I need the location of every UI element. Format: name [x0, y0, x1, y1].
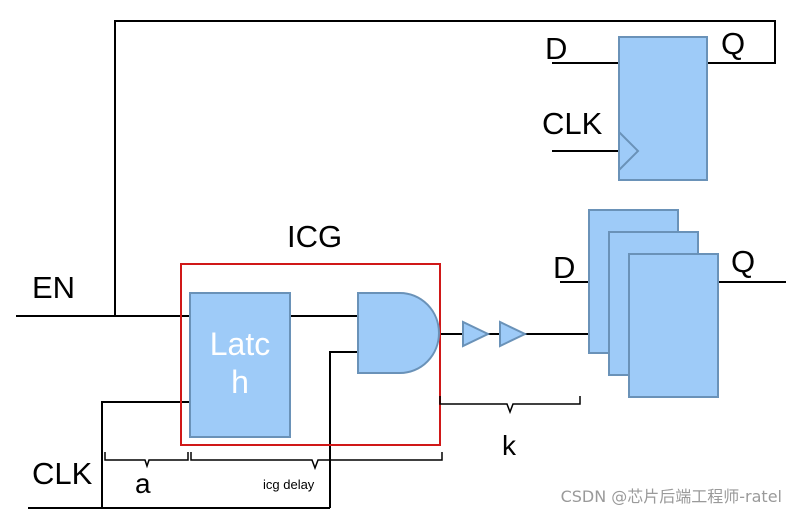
timing-a-label: a	[135, 468, 151, 499]
top-flop-body	[618, 36, 708, 181]
timing-braces	[104, 396, 581, 471]
bank-q-label: Q	[731, 244, 756, 279]
latch-label-line2: h	[231, 364, 249, 400]
latch-label-line1: Latc	[209, 326, 271, 362]
brace-k	[439, 396, 581, 415]
top-flip-flop	[618, 36, 708, 181]
top-flop-q-label: Q	[721, 26, 746, 61]
brace-icg-delay	[190, 452, 443, 471]
clk-to-and-wire	[329, 351, 358, 508]
latch-block	[189, 292, 291, 438]
top-flop-d-label: D	[545, 31, 568, 66]
timing-k-label: k	[502, 430, 516, 461]
buffer-1	[462, 320, 491, 348]
clk-label: CLK	[32, 456, 93, 491]
icg-title: ICG	[287, 219, 343, 254]
flop-bank	[588, 209, 719, 398]
top-flop-clk-triangle	[618, 131, 640, 171]
en-label: EN	[32, 270, 76, 305]
and-gate	[357, 292, 440, 374]
brace-a	[104, 452, 189, 469]
clk-to-latch-wire	[101, 401, 190, 508]
icg-border	[180, 263, 441, 446]
timing-icg-delay-label: icg delay	[263, 477, 315, 492]
latch-label: Latc h	[190, 325, 290, 401]
wires	[16, 20, 786, 509]
watermark: CSDN @芯片后端工程师-ratel	[560, 487, 782, 506]
top-flop-clk-label: CLK	[542, 106, 603, 141]
bank-flop-3	[628, 253, 719, 398]
buffer-2	[499, 320, 528, 348]
bank-d-label: D	[553, 250, 576, 285]
en-feedback-wire	[114, 20, 776, 316]
